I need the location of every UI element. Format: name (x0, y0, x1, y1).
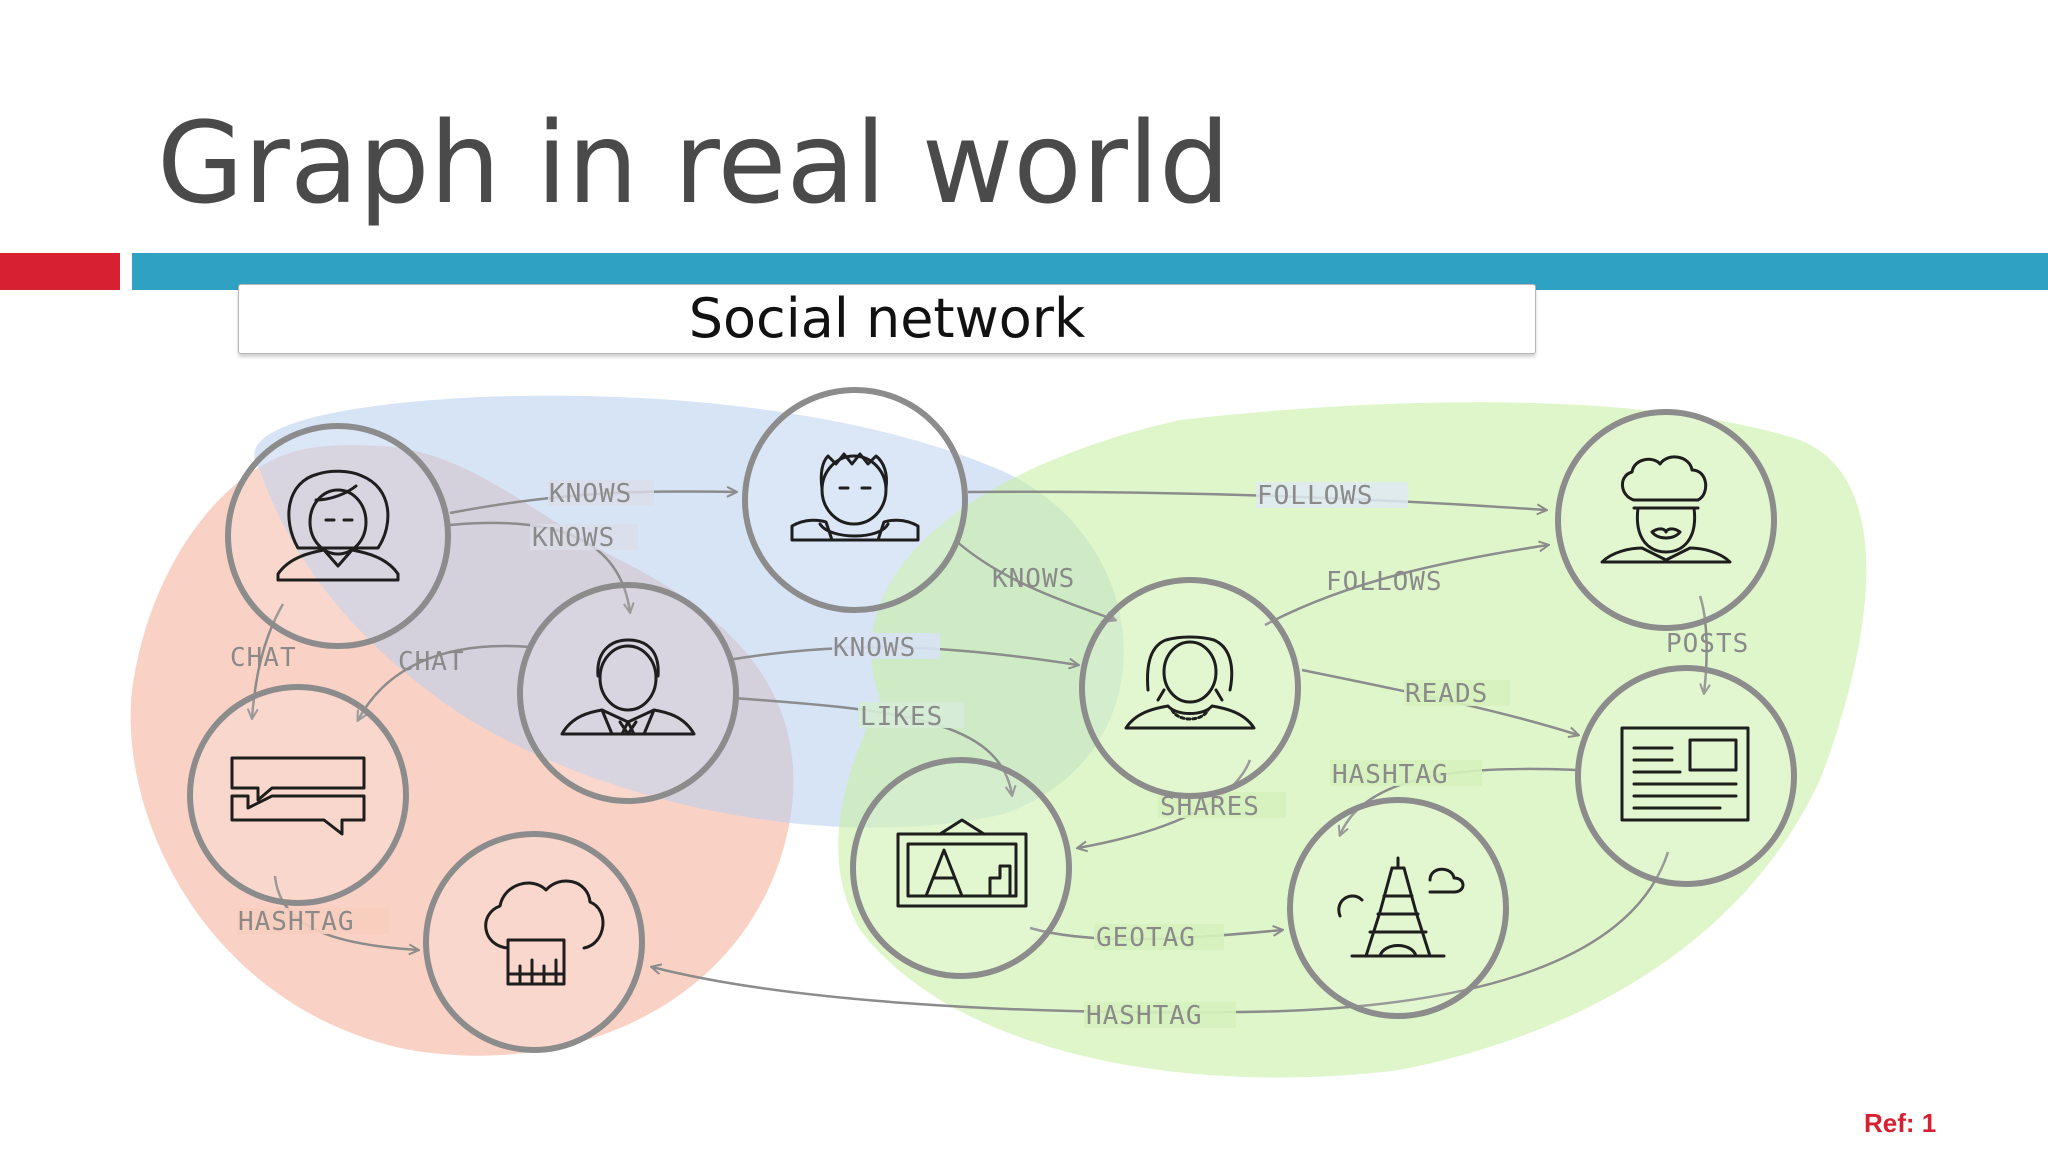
eiffel-photo-icon (896, 818, 1028, 908)
eiffel-tower-icon (1337, 856, 1465, 958)
reference-label: Ref: 1 (1864, 1108, 1937, 1138)
nodes (187, 387, 1797, 1053)
edge-label: FOLLOWS (1326, 567, 1443, 597)
edge-label: KNOWS (532, 523, 615, 553)
edge-label: HASHTAG (1332, 760, 1449, 790)
node-woman (225, 423, 451, 649)
subtitle-box: Social network (238, 284, 1536, 354)
edge-businessman-chat (358, 644, 531, 720)
node-chat (187, 684, 409, 906)
edge-woman-necklace-follows-chef (1264, 545, 1548, 627)
edge-label: KNOWS (549, 479, 632, 509)
chat-bubbles-icon (230, 756, 366, 836)
edge-label: READS (1405, 679, 1488, 709)
edge-label: KNOWS (833, 633, 916, 663)
node-businessman (517, 582, 739, 804)
article-icon (1620, 726, 1750, 822)
chef-person-icon (1600, 455, 1732, 564)
node-eiffel (1287, 797, 1509, 1019)
businessman-icon (560, 638, 696, 736)
woman-person-icon (276, 469, 400, 582)
node-photo (850, 757, 1072, 979)
edge-label: POSTS (1666, 629, 1749, 659)
edge-label: GEOTAG (1096, 923, 1196, 953)
edge-label: LIKES (860, 702, 943, 732)
edge-article-hashtag-chef-hat (652, 851, 1670, 1014)
young-man-icon (790, 452, 920, 542)
accent-bar-red (0, 253, 120, 290)
node-woman-necklace (1079, 577, 1301, 799)
node-young-man (742, 387, 968, 613)
edge-label: FOLLOWS (1257, 481, 1374, 511)
edge-young-man-knows-woman-necklace (954, 539, 1115, 620)
node-chef (1555, 409, 1777, 631)
woman-necklace-icon (1124, 635, 1256, 730)
edge-label: CHAT (230, 643, 297, 673)
node-article (1575, 665, 1797, 887)
green-group-blob (838, 402, 1867, 1078)
edge-label: HASHTAG (1086, 1001, 1203, 1031)
edge-woman-chat (252, 603, 285, 718)
edge-labels: KNOWS KNOWS FOLLOWS KNOWS FOLLOWS CHAT C… (230, 479, 1749, 1031)
edge-label: HASHTAG (238, 907, 355, 937)
edge-label: KNOWS (992, 564, 1075, 594)
chef-hat-icon (484, 879, 605, 986)
accent-bar-blue (132, 253, 2048, 290)
edge-chef-posts-article (1698, 595, 1707, 693)
node-chef-hat (423, 831, 645, 1053)
slide-title: Graph in real world (157, 99, 1231, 229)
edge-label: CHAT (398, 647, 465, 677)
